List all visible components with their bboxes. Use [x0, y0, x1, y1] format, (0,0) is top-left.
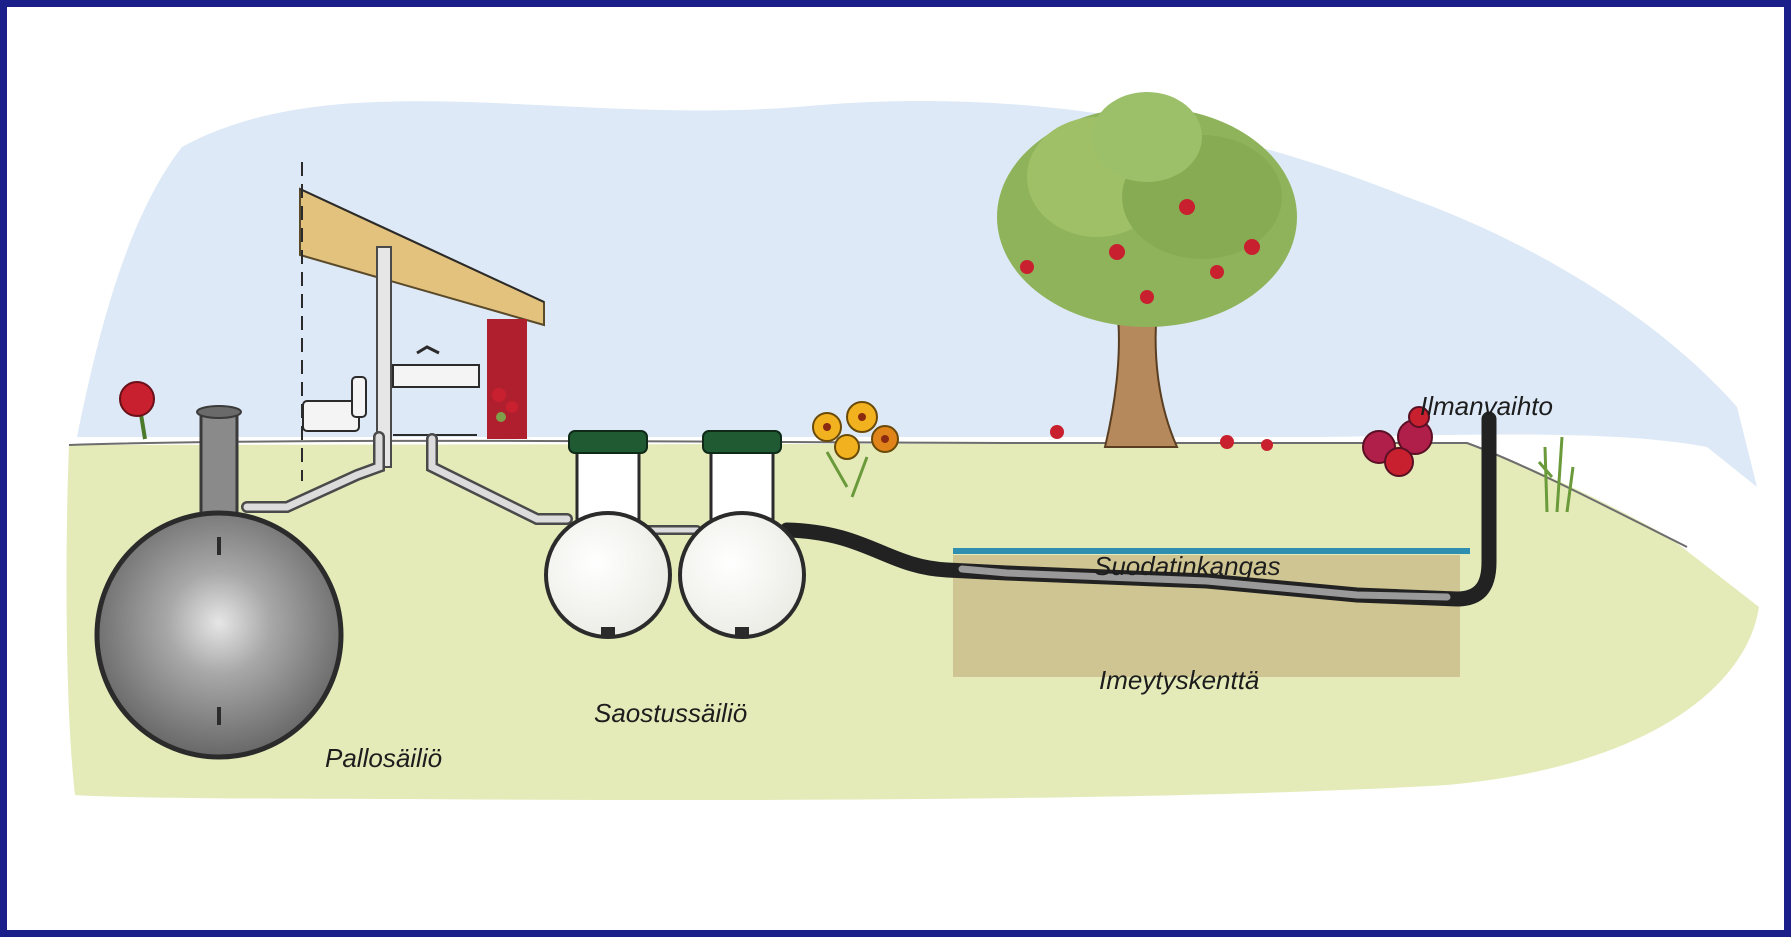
- label-pallosailio: Pallosäiliö: [325, 743, 442, 773]
- label-ilmanvaihto: Ilmanvaihto: [1420, 391, 1553, 421]
- label-saostussailio: Saostussäiliö: [594, 698, 747, 728]
- wastewater-system-diagram: Pallosäiliö Saostussäiliö Suodatinkangas…: [7, 7, 1791, 937]
- label-imeytyskentta: Imeytyskenttä: [1099, 665, 1259, 695]
- label-suodatinkangas: Suodatinkangas: [1094, 551, 1280, 581]
